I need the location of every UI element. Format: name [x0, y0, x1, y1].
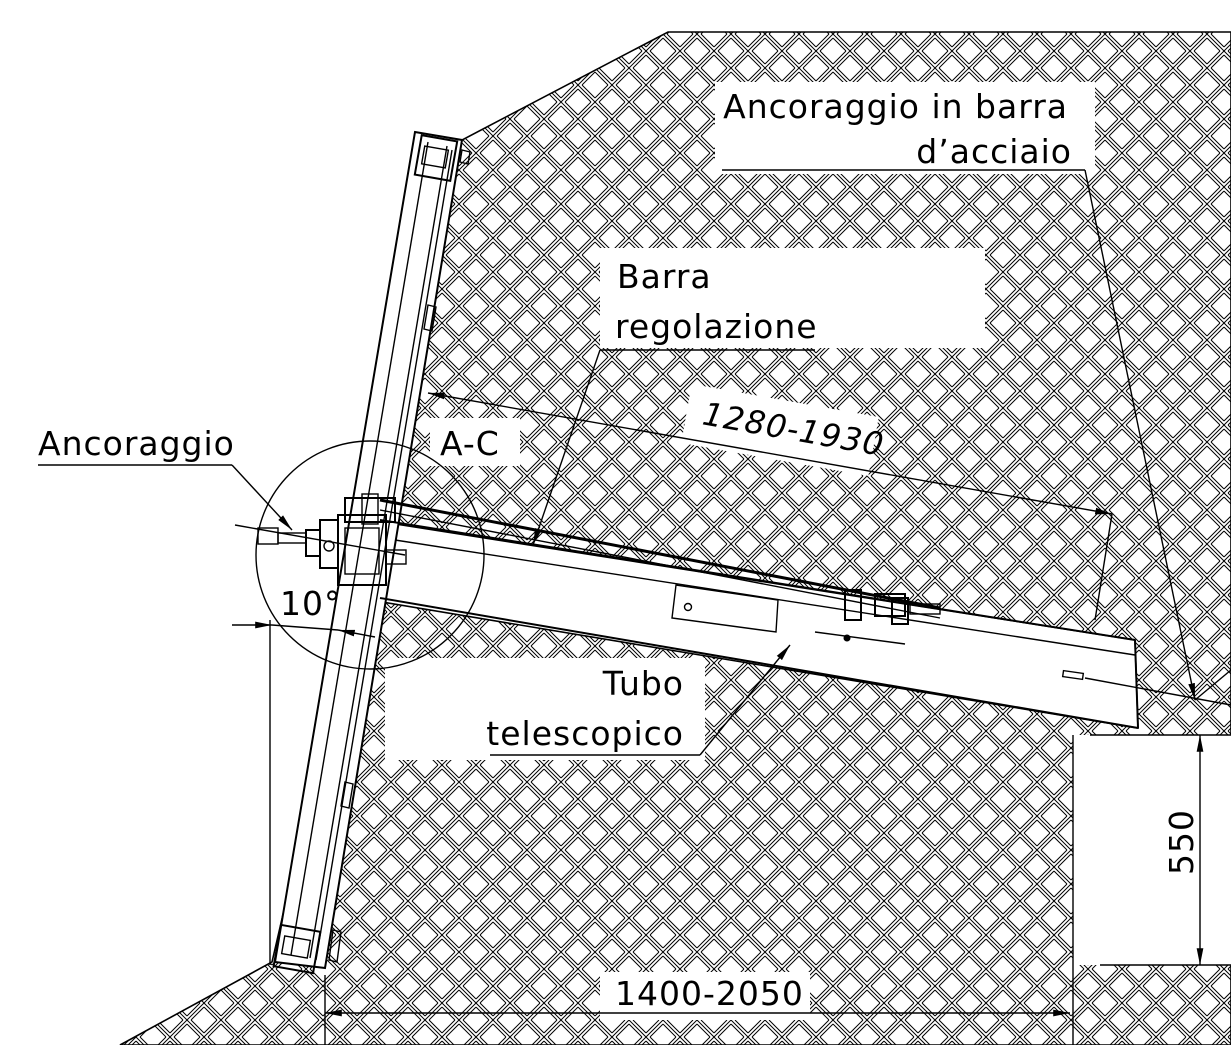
adjusting-bar [379, 498, 941, 625]
dimension-horizontal: 1400-2050 [615, 974, 804, 1013]
label-tube-line1: Tubo [602, 664, 684, 703]
label-adjust-bar-line2: regolazione [615, 307, 818, 346]
label-anchor-bar-line2: d’acciaio [916, 132, 1072, 171]
anchor-assembly [234, 440, 485, 670]
horizontal-dimension [324, 975, 1070, 1045]
angle-dimension [232, 620, 376, 965]
annotations: Ancoraggio in barra d’acciaio Barra rego… [38, 87, 1201, 1013]
label-adjust-bar-line1: Barra [617, 257, 712, 296]
vertical-dimension [1090, 669, 1231, 966]
label-anchor: Ancoraggio [38, 424, 235, 463]
label-tube-line2: telescopico [486, 714, 684, 753]
leader-lines [38, 169, 1196, 756]
label-section: A-C [440, 424, 500, 463]
dimension-angle: 10° [280, 584, 342, 623]
label-anchor-bar-line1: Ancoraggio in barra [723, 87, 1068, 126]
dimension-vertical: 550 [1162, 809, 1201, 875]
diagonal-dimension [427, 392, 1113, 621]
telescopic-tube [379, 519, 1231, 729]
